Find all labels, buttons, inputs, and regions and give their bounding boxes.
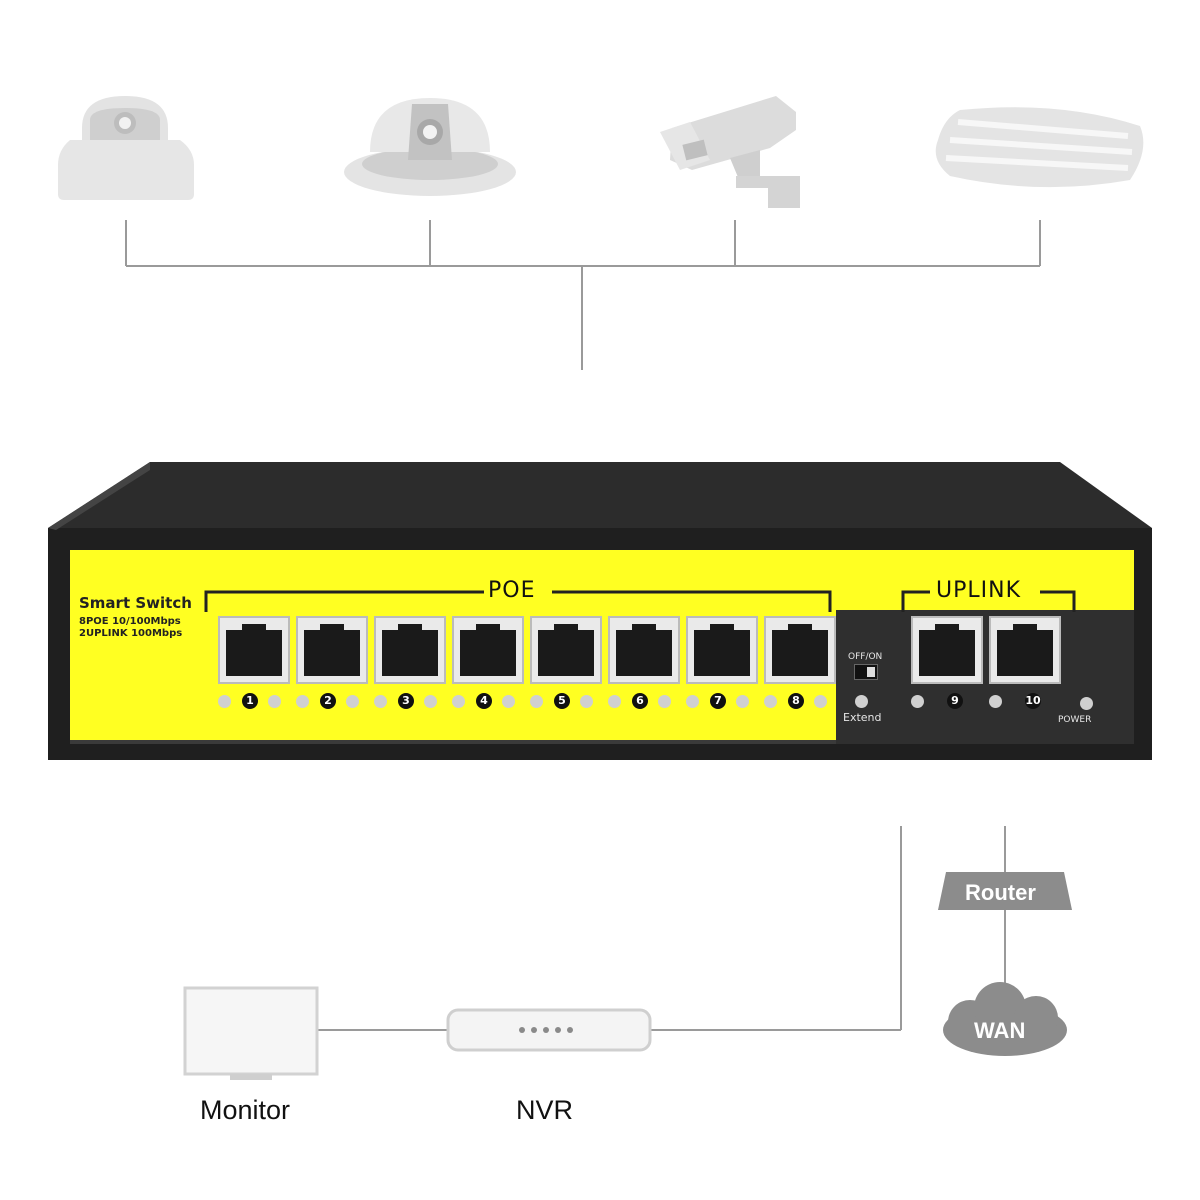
dome-camera-icon <box>58 96 194 200</box>
rj45-latch <box>554 624 578 634</box>
port-number-label: 7 <box>710 693 726 709</box>
rj45-latch <box>242 624 266 634</box>
rj45-latch <box>398 624 422 634</box>
port-number-label: 3 <box>398 693 414 709</box>
rj45-socket <box>616 630 672 676</box>
port-led-poe-3-a <box>452 695 465 708</box>
power-indicator-led <box>1080 697 1093 710</box>
extend-label: Extend <box>843 711 882 724</box>
switch-spec-line-1: 8POE 10/100Mbps <box>79 616 181 627</box>
rj45-port-poe-5[interactable] <box>608 616 680 684</box>
port-led-poe-6-b <box>736 695 749 708</box>
rj45-port-poe-2[interactable] <box>374 616 446 684</box>
switch-brand-label: Smart Switch <box>79 594 192 612</box>
rj45-latch <box>788 624 812 634</box>
port-led-poe-4-a <box>530 695 543 708</box>
rj45-port-poe-6[interactable] <box>686 616 758 684</box>
port-led-poe-7-b <box>814 695 827 708</box>
rj45-socket <box>304 630 360 676</box>
rj45-socket <box>226 630 282 676</box>
port-led-poe-6-a <box>686 695 699 708</box>
rj45-port-poe-7[interactable] <box>764 616 836 684</box>
port-number-label: 6 <box>632 693 648 709</box>
wan-label: WAN <box>974 1018 1026 1043</box>
access-point-icon <box>935 107 1144 188</box>
rj45-latch <box>935 624 959 634</box>
port-led-poe-3-b <box>502 695 515 708</box>
router-label: Router <box>965 880 1036 905</box>
top-connection-lines <box>125 220 1041 370</box>
rj45-latch <box>710 624 734 634</box>
nvr-label: NVR <box>516 1095 574 1125</box>
power-label: POWER <box>1058 715 1092 725</box>
port-led-poe-0-b <box>268 695 281 708</box>
rj45-latch <box>476 624 500 634</box>
port-led-poe-4-b <box>580 695 593 708</box>
port-number-label: 4 <box>476 693 492 709</box>
bullet-camera-icon <box>660 96 800 208</box>
port-number-label: 9 <box>947 693 963 709</box>
rj45-socket <box>538 630 594 676</box>
rj45-port-uplink-1[interactable] <box>989 616 1061 684</box>
port-number-label: 8 <box>788 693 804 709</box>
uplink-group-label: UPLINK <box>932 578 1025 603</box>
port-number-label: 2 <box>320 693 336 709</box>
rj45-port-poe-0[interactable] <box>218 616 290 684</box>
port-led-poe-7-a <box>764 695 777 708</box>
rj45-latch <box>632 624 656 634</box>
port-led-poe-5-b <box>658 695 671 708</box>
port-led-uplink-1 <box>989 695 1002 708</box>
port-led-poe-5-a <box>608 695 621 708</box>
port-number-label: 10 <box>1025 693 1041 709</box>
port-led-poe-1-b <box>346 695 359 708</box>
port-led-uplink-0 <box>911 695 924 708</box>
dip-switch-label: OFF/ON <box>848 652 883 662</box>
dome-camera-icon <box>344 98 516 196</box>
rj45-latch <box>320 624 344 634</box>
extend-indicator-led <box>855 695 868 708</box>
dip-switch-knob <box>867 667 875 677</box>
rj45-port-poe-4[interactable] <box>530 616 602 684</box>
rj45-socket <box>694 630 750 676</box>
router-badge <box>938 872 1072 910</box>
monitor-icon <box>183 986 319 1080</box>
port-led-poe-1-a <box>296 695 309 708</box>
port-bracket-lines <box>204 590 1076 612</box>
rj45-socket <box>382 630 438 676</box>
switch-spec-line-2: 2UPLINK 100Mbps <box>79 628 183 639</box>
rj45-port-uplink-0[interactable] <box>911 616 983 684</box>
rj45-socket <box>997 630 1053 676</box>
extend-dip-switch[interactable] <box>854 664 878 680</box>
rj45-socket <box>919 630 975 676</box>
port-number-label: 5 <box>554 693 570 709</box>
rj45-socket <box>460 630 516 676</box>
nvr-icon <box>446 1008 652 1052</box>
rj45-port-poe-1[interactable] <box>296 616 368 684</box>
wan-cloud-icon <box>943 982 1067 1056</box>
monitor-label: Monitor <box>200 1095 291 1125</box>
port-led-poe-2-b <box>424 695 437 708</box>
poe-group-label: POE <box>484 578 540 603</box>
port-led-poe-0-a <box>218 695 231 708</box>
port-led-poe-2-a <box>374 695 387 708</box>
port-number-label: 1 <box>242 693 258 709</box>
rj45-port-poe-3[interactable] <box>452 616 524 684</box>
rj45-socket <box>772 630 828 676</box>
rj45-latch <box>1013 624 1037 634</box>
